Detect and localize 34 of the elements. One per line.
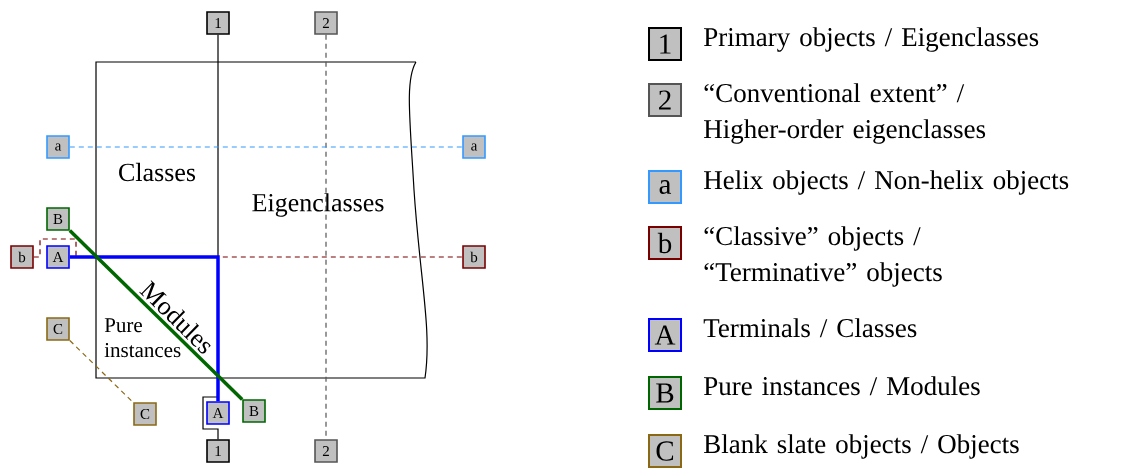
region-label: Classes xyxy=(119,162,196,182)
legend-key: a xyxy=(648,170,682,204)
legend-text: Primary objects / Eigenclasses xyxy=(704,27,1039,52)
letter-box: b xyxy=(462,245,486,269)
legend-text: Terminals / Classes xyxy=(703,318,917,338)
letter-box: A xyxy=(46,245,70,269)
letter-box: C xyxy=(46,317,70,341)
legend-key: A xyxy=(648,318,682,352)
letter-box: A xyxy=(206,401,230,425)
legend-text: “Conventional extent” / Higher-order eigenclasses xyxy=(704,83,986,144)
legend-key: 2 xyxy=(648,83,682,117)
letter-box: 2 xyxy=(314,439,338,463)
connector-line xyxy=(69,339,134,404)
letter-box: b xyxy=(10,245,34,269)
letter-box: 1 xyxy=(206,439,230,463)
connector-line xyxy=(69,255,220,402)
legend-key: b xyxy=(648,226,682,260)
letter-box: B xyxy=(46,207,70,231)
letter-box: B xyxy=(242,399,266,423)
legend-key: 1 xyxy=(648,27,682,61)
legend-text: Blank slate objects / Objects xyxy=(704,434,1019,459)
region-label: Eigenclasses xyxy=(252,193,384,217)
letter-box: C xyxy=(133,402,157,426)
legend-key: C xyxy=(648,434,682,468)
connector-line xyxy=(68,229,244,401)
letter-box: 2 xyxy=(314,11,338,35)
legend-text: Helix objects / Non-helix objects xyxy=(704,170,1069,195)
letter-box: a xyxy=(46,135,70,159)
letter-box: 1 xyxy=(206,11,230,35)
legend-text: “Classive” objects / “Terminative” objects xyxy=(704,226,942,287)
letter-box: a xyxy=(462,135,486,159)
connector-line xyxy=(69,146,463,148)
legend-key: B xyxy=(648,376,682,410)
legend-text: Pure instances / Modules xyxy=(704,376,980,396)
